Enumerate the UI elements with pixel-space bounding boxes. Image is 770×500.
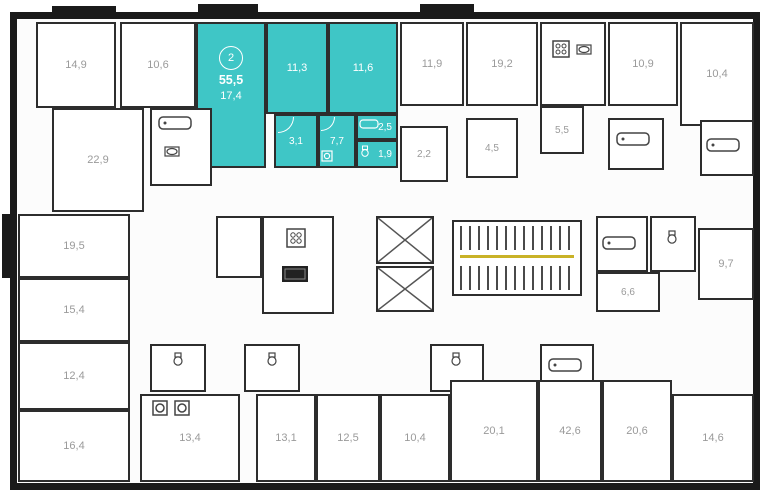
room[interactable]: 12,5 <box>316 394 380 482</box>
bathtub-icon <box>706 138 740 152</box>
bathtub-icon <box>602 236 636 250</box>
staircase <box>452 220 582 296</box>
washer-icon <box>321 150 333 162</box>
elevator-icon <box>378 218 432 262</box>
elevator-icon <box>378 268 432 310</box>
building-bump <box>420 4 474 14</box>
selected-apartment-main-room[interactable]: 2 55,5 17,4 <box>196 22 266 168</box>
bathtub-icon <box>616 132 650 146</box>
room[interactable]: 4,5 <box>466 118 518 178</box>
toilet-icon <box>666 230 678 244</box>
utility-room <box>650 216 696 272</box>
room[interactable]: 13,1 <box>256 394 316 482</box>
room[interactable]: 16,4 <box>18 410 130 482</box>
utility-room <box>244 344 300 392</box>
room[interactable]: 20,1 <box>450 380 538 482</box>
room[interactable]: 15,4 <box>18 278 130 342</box>
utility-room <box>596 216 648 272</box>
utility-room <box>150 108 212 186</box>
stove-icon <box>286 228 306 248</box>
room[interactable]: 22,9 <box>52 108 144 212</box>
room[interactable]: 12,4 <box>18 342 130 410</box>
room[interactable]: 10,9 <box>608 22 678 106</box>
elevator <box>376 266 434 312</box>
room[interactable]: 20,6 <box>602 380 672 482</box>
bathtub-icon <box>548 358 582 372</box>
washer-icon <box>174 400 190 416</box>
room[interactable]: 2,2 <box>400 126 448 182</box>
elevator <box>376 216 434 264</box>
selected-apartment-room[interactable]: 11,3 <box>266 22 328 114</box>
room[interactable]: 42,6 <box>538 380 602 482</box>
toilet-icon <box>360 145 370 157</box>
room[interactable]: 9,7 <box>698 228 754 300</box>
sink-icon <box>576 44 592 55</box>
stove-icon <box>552 40 570 58</box>
selected-apartment-room[interactable]: 1,9 <box>356 140 398 168</box>
washer-icon <box>152 400 168 416</box>
toilet-icon <box>172 352 184 366</box>
apartment-number-badge: 2 <box>219 46 243 70</box>
stair-flight <box>460 266 574 290</box>
room[interactable]: 10,6 <box>120 22 196 108</box>
building-bump <box>52 6 116 16</box>
stair-rail <box>460 255 574 258</box>
stair-flight <box>460 226 574 250</box>
room[interactable]: 19,2 <box>466 22 538 106</box>
toilet-icon <box>450 352 462 366</box>
room[interactable]: 6,6 <box>596 272 660 312</box>
bathtub-icon <box>359 119 379 129</box>
room-area-label: 17,4 <box>220 90 242 102</box>
room[interactable]: 5,5 <box>540 106 584 154</box>
utility-room <box>216 216 262 278</box>
selected-apartment-room[interactable]: 11,6 <box>328 22 398 114</box>
room[interactable]: 11,9 <box>400 22 464 106</box>
room[interactable]: 10,4 <box>680 22 754 126</box>
utility-room <box>150 344 206 392</box>
toilet-icon <box>266 352 278 366</box>
utility-room <box>262 216 334 314</box>
tv-icon <box>282 266 308 282</box>
sink-icon <box>164 146 180 157</box>
utility-room <box>700 120 754 176</box>
room[interactable]: 19,5 <box>18 214 130 278</box>
room[interactable]: 14,6 <box>672 394 754 482</box>
bathtub-icon <box>158 116 192 130</box>
utility-room <box>540 22 606 106</box>
room[interactable]: 10,4 <box>380 394 450 482</box>
room[interactable]: 14,9 <box>36 22 116 108</box>
apartment-total-area: 55,5 <box>218 73 244 87</box>
building-bump <box>2 214 12 278</box>
